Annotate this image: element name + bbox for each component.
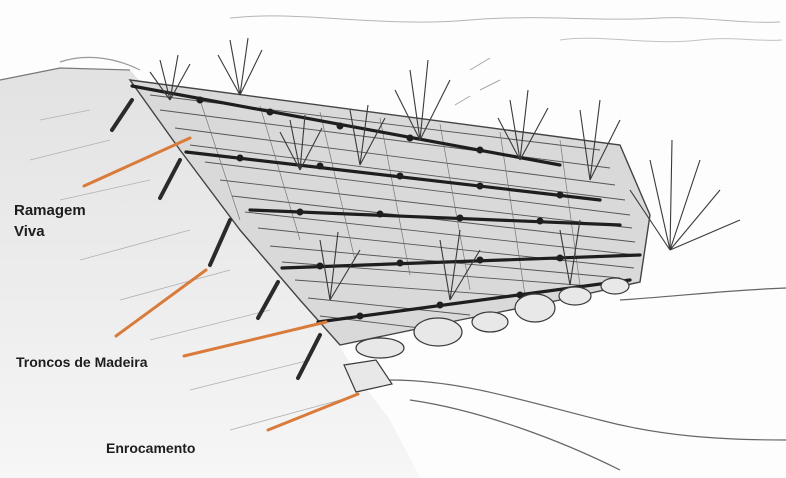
label-ramagem-line1: Ramagem bbox=[14, 200, 86, 221]
label-ramagem-viva: Ramagem Viva bbox=[14, 200, 86, 242]
label-troncos-de-madeira: Troncos de Madeira bbox=[16, 352, 147, 372]
label-enrocamento: Enrocamento bbox=[106, 438, 195, 458]
label-ramagem-line2: Viva bbox=[14, 221, 86, 242]
